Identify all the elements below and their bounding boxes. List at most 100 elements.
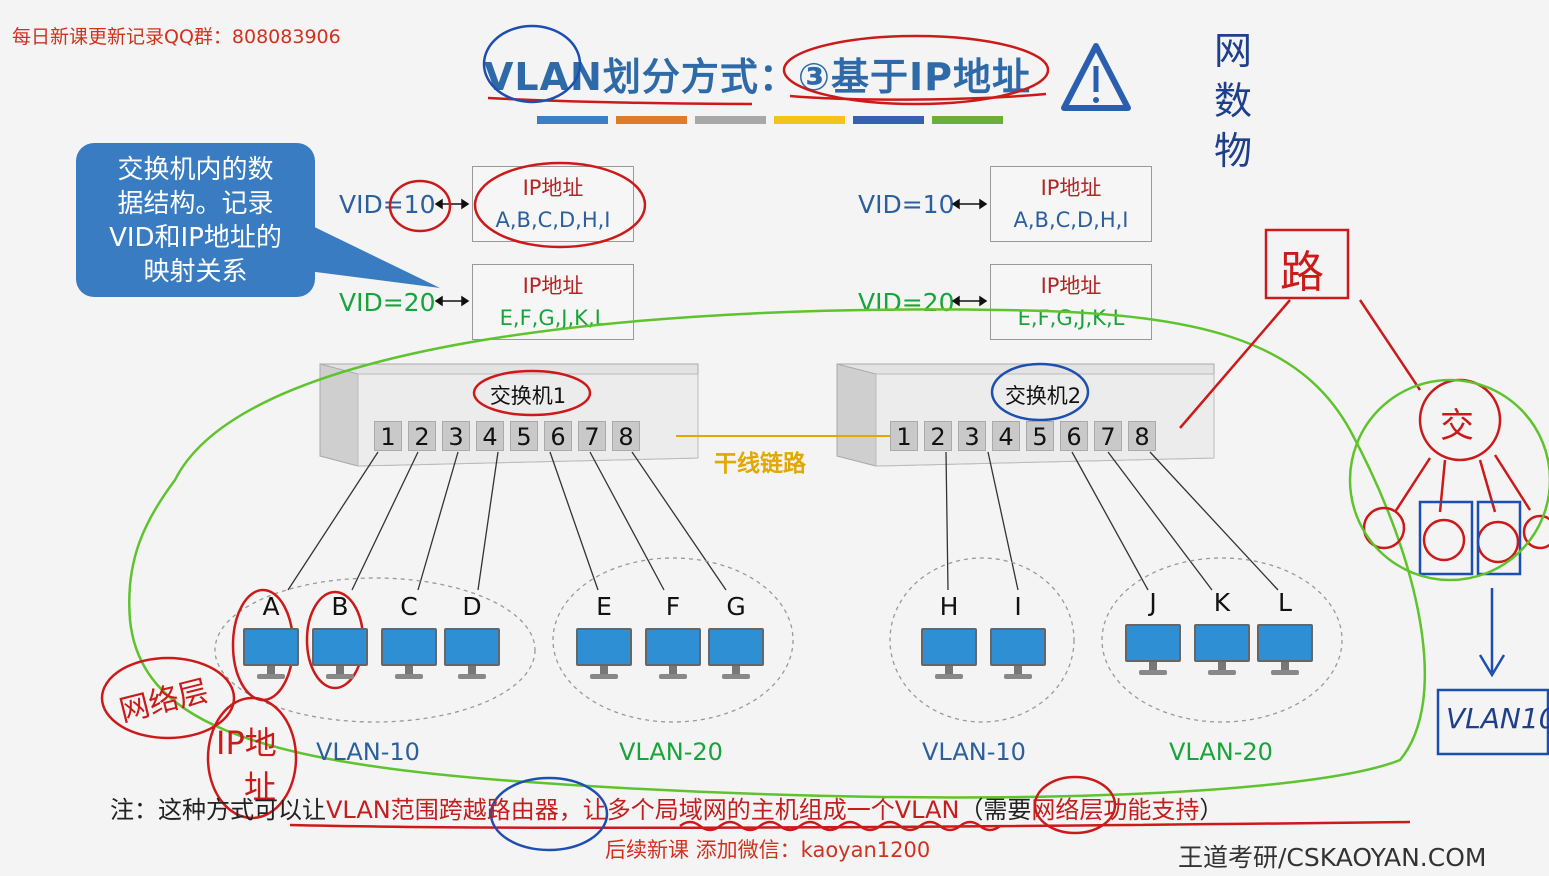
handwritten-ip-1: IP地 [216,724,277,762]
host-computer-f [645,628,701,686]
callout-line-4: 映射关系 [143,257,248,287]
vlan-label-1: VLAN-10 [316,738,420,766]
host-label-f: F [665,592,681,621]
switch1-port-7: 7 [578,421,606,451]
handwritten-margin-notes: 网 数 物 [1214,26,1264,176]
host-label-i: I [1014,592,1022,621]
footnote: 注：这种方式可以让VLAN范围跨越路由器，让多个局域网的主机组成一个VLAN（需… [110,790,1223,825]
host-label-c: C [400,592,418,621]
title-main: ③基于IP地址 [797,55,1032,99]
callout-line-1: 交换机内的数 [117,155,274,185]
host-computer-k [1194,624,1250,682]
callout-line-2: 据结构。记录 [117,189,274,219]
switch2-port-7: 7 [1094,421,1122,451]
ip-table-sw1-vid10: IP地址 A,B,C,D,H,I [472,166,634,242]
vlan-label-3: VLAN-10 [922,738,1026,766]
host-computer-b [312,628,368,686]
top-note: 每日新课更新记录QQ群：808083906 [12,26,341,48]
footnote-part1: 注：这种方式可以让 [110,796,326,824]
host-computer-j [1125,624,1181,682]
host-computer-e [576,628,632,686]
ip-table-header: IP地址 [522,176,584,200]
page-title: VLAN划分方式：③基于IP地址 [484,46,1031,101]
swatch-1 [537,116,608,124]
switch1-port-8: 8 [612,421,640,451]
switch1-label: 交换机1 [489,384,567,408]
margin-note-1: 网 [1214,29,1253,73]
switch1-port-2: 2 [408,421,436,451]
callout-tail [300,220,440,288]
switch2-port-5: 5 [1026,421,1054,451]
footer-promo: 后续新课 添加微信：kaoyan1200 [605,838,931,862]
host-label-k: K [1213,588,1231,617]
handwritten-switch: 交 [1440,406,1474,446]
handwritten-vlan10: VLAN10 [1446,702,1549,735]
color-swatch-bar [537,116,1003,124]
switch1-port-1: 1 [374,421,402,451]
handwritten-ip-2: 址 [244,768,277,806]
vlan20-green-loop [128,308,1427,799]
host-label-b: B [331,592,349,621]
vlan-label-4: VLAN-20 [1169,738,1273,766]
footnote-part3: （需要 [959,796,1032,824]
switch1-port-3: 3 [442,421,470,451]
vlan-label-2: VLAN-20 [619,738,723,766]
host-computer-a [243,628,299,686]
vid10-label-sw2: VID=10 [858,190,955,219]
switch2-port-2: 2 [924,421,952,451]
host-label-j: J [1149,588,1157,617]
host-computer-i [990,628,1046,686]
callout-bubble: 交换机内的数 据结构。记录 VID和IP地址的 映射关系 [76,143,315,297]
handwritten-router: 路 [1280,247,1324,298]
trunk-link-label: 干线链路 [714,451,806,477]
ip-table-header: IP地址 [1040,274,1102,298]
host-computer-c [381,628,437,686]
ip-table-sw2-vid10: IP地址 A,B,C,D,H,I [990,166,1152,242]
host-computer-l [1257,624,1313,682]
callout-line-3: VID和IP地址的 [109,223,282,253]
ip-table-header: IP地址 [1040,176,1102,200]
host-label-a: A [262,592,280,621]
host-label-l: L [1278,588,1292,617]
swatch-3 [695,116,766,124]
vid20-label-sw2: VID=20 [858,288,955,317]
footnote-part5: ） [1199,796,1224,824]
margin-note-3: 物 [1214,129,1253,173]
switch1-port-4: 4 [476,421,504,451]
switch1-port-5: 5 [510,421,538,451]
swatch-6 [932,116,1003,124]
host-label-g: G [726,592,746,621]
footnote-part4: 网络层功能支持 [1031,796,1200,824]
swatch-2 [616,116,687,124]
swatch-4 [774,116,845,124]
switch2-label: 交换机2 [1004,384,1082,408]
right-vlan-circle [1348,378,1549,582]
margin-note-2: 数 [1214,79,1253,123]
vid10-label-sw1: VID=10 [339,190,436,219]
switch2-port-3: 3 [958,421,986,451]
host-label-d: D [462,592,482,621]
host-computer-g [708,628,764,686]
swatch-5 [853,116,924,124]
title-prefix: VLAN划分方式： [484,55,798,99]
ip-table-values: A,B,C,D,H,I [1013,208,1129,232]
ip-table-header: IP地址 [522,274,584,298]
switch2-port-4: 4 [992,421,1020,451]
switch2-port-1: 1 [890,421,918,451]
switch1-ports: 1 2 3 4 5 6 7 8 [374,421,640,451]
ip-table-values: A,B,C,D,H,I [495,208,611,232]
switch2-port-8: 8 [1128,421,1156,451]
warning-icon [1061,43,1131,111]
switch1-port-6: 6 [544,421,572,451]
host-label-h: H [939,592,959,621]
switch2-ports: 1 2 3 4 5 6 7 8 [890,421,1156,451]
switch2-port-6: 6 [1060,421,1088,451]
host-label-e: E [596,592,612,621]
host-computer-h [921,628,977,686]
footnote-part2: VLAN范围跨越路由器，让多个局域网的主机组成一个VLAN [326,796,960,824]
host-computer-d [444,628,500,686]
vid20-label-sw1: VID=20 [339,288,436,317]
ip-table-sw2-vid20: IP地址 E,F,G,J,K,L [990,264,1152,340]
brand-watermark: 王道考研/CSKAOYAN.COM [1178,843,1487,872]
